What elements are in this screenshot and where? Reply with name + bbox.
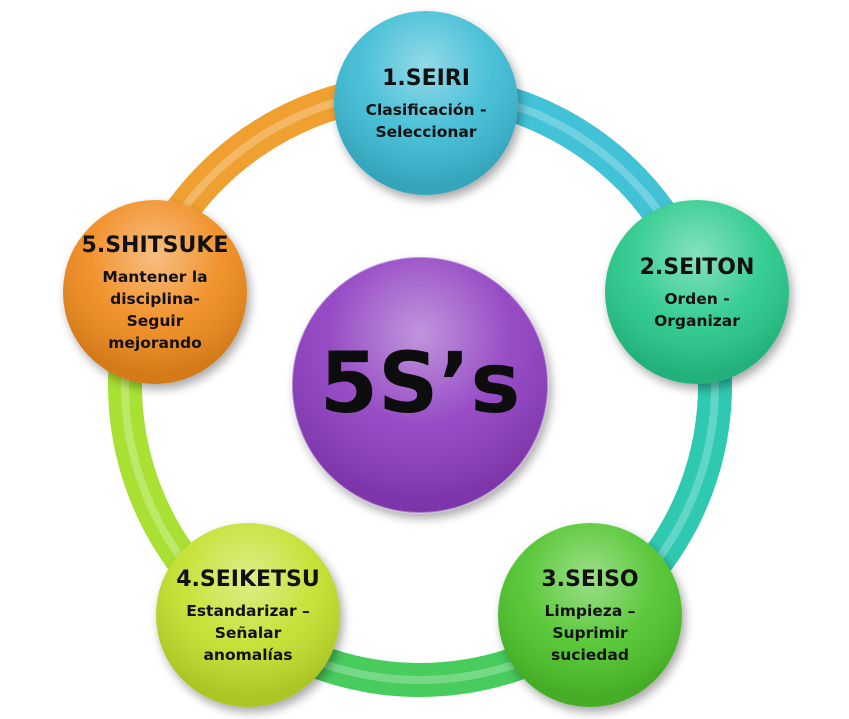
stage-description-line: Limpieza – [545,602,636,620]
center-circle: 5S’s [291,256,549,514]
stage-nodes: 1.SEIRI Clasificación - Seleccionar 2.SEITO… [63,11,789,707]
stage-node: 1.SEIRI Clasificación - Seleccionar [334,11,518,195]
stage-node: 3.SEISO Limpieza – Suprimir suciedad [498,523,682,707]
stage-title: 3.SEISO [541,567,638,592]
stage-description-line: Seleccionar [376,123,477,141]
stage-description-line: Suprimir [552,624,628,642]
stage-description-line: Señalar [215,624,282,642]
stage-node-gloss [334,11,518,195]
stage-description-line: Clasificación - [366,101,487,119]
center-label: 5S’s [320,334,521,432]
stage-description-line: disciplina- [110,290,200,308]
stage-description-line: Organizar [654,312,740,330]
stage-title: 5.SHITSUKE [82,233,229,258]
stage-title: 1.SEIRI [382,66,470,91]
stage-node: 5.SHITSUKE Mantener la disciplina- Seguir me… [63,200,247,384]
stage-description-line: Mantener la [102,268,207,286]
stage-title: 2.SEITON [640,255,755,280]
stage-node-gloss [605,200,789,384]
stage-node-gloss [498,523,682,707]
stage-description-line: anomalías [203,646,292,664]
stage-title: 4.SEIKETSU [176,567,320,592]
stage-description-line: Orden - [664,290,729,308]
stage-description-line: suciedad [551,646,629,664]
stage-node-gloss [156,523,340,707]
stage-node-gloss [63,200,247,384]
stage-description-line: mejorando [108,334,202,352]
stage-description-line: Estandarizar – [186,602,310,620]
stage-description-line: Seguir [127,312,184,330]
stage-node: 4.SEIKETSU Estandarizar – Señalar anomalías [156,523,340,707]
stage-node: 2.SEITON Orden - Organizar [605,200,789,384]
